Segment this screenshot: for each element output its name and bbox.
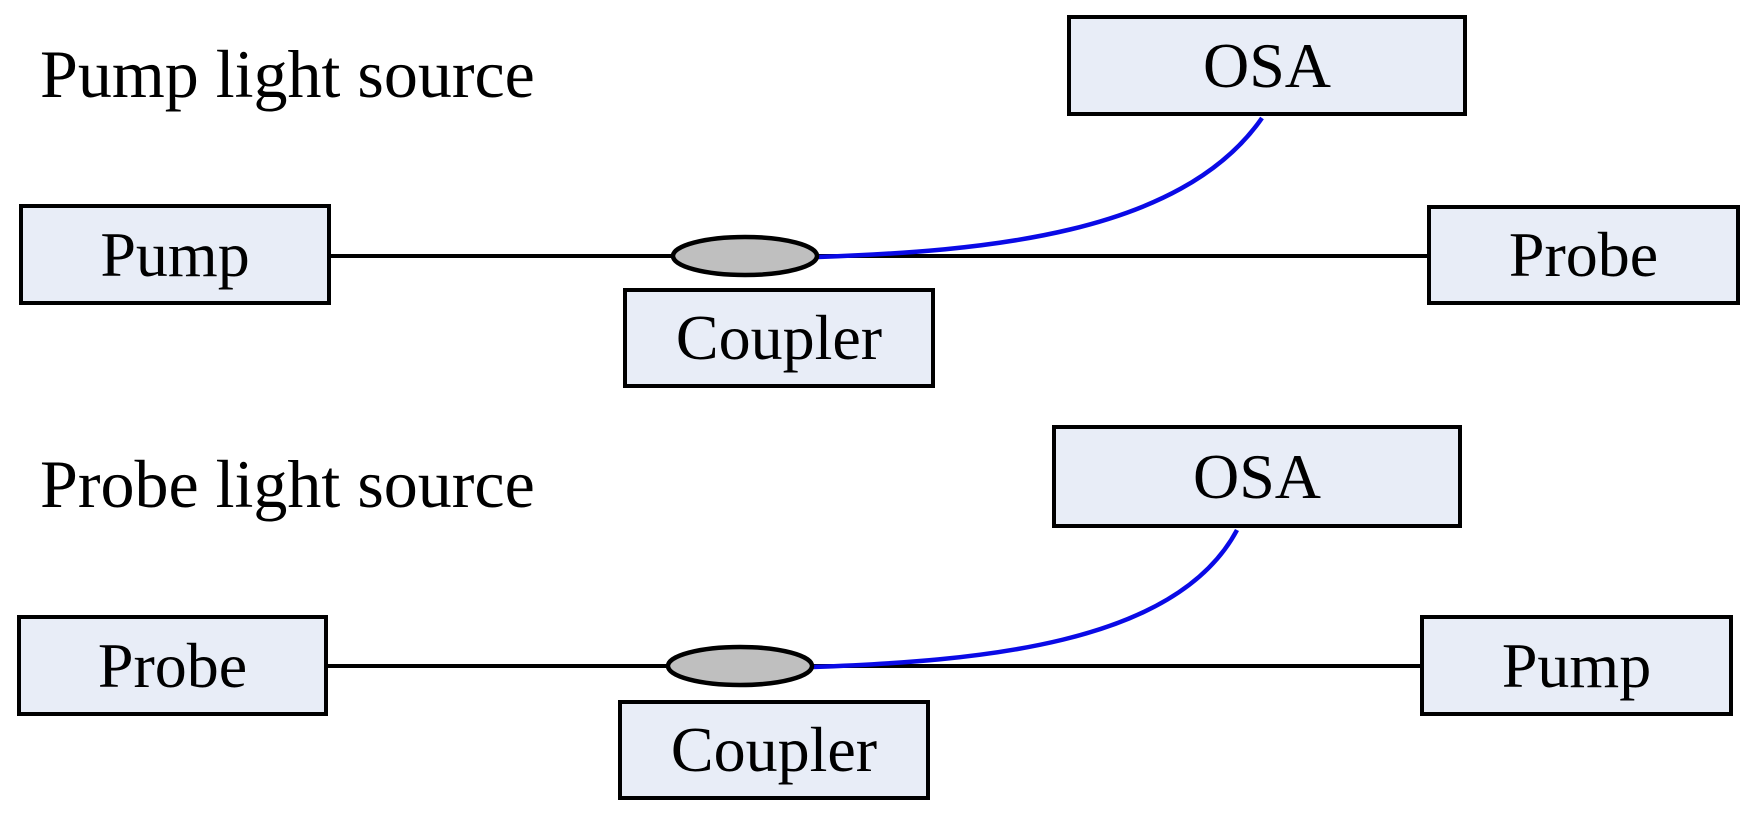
pump-box-bottom: Pump xyxy=(1420,615,1733,716)
coupler-label-box-bottom: Coupler xyxy=(618,700,930,800)
osa-box-bottom: OSA xyxy=(1052,425,1462,528)
coupler-ellipse-bottom xyxy=(665,644,815,688)
section-title-probe-light-source: Probe light source xyxy=(40,446,535,522)
section-title-pump-light-source: Pump light source xyxy=(40,36,535,112)
coupler-ellipse-top xyxy=(670,234,820,278)
coupler-label-box-top: Coupler xyxy=(623,288,935,388)
pump-source-box-top: Pump xyxy=(19,204,331,305)
probe-box-top: Probe xyxy=(1427,205,1740,305)
probe-source-box-bottom: Probe xyxy=(17,615,328,716)
osa-box-top: OSA xyxy=(1067,15,1467,116)
osa-tap-curve-top xyxy=(817,116,1264,260)
osa-tap-curve-bottom xyxy=(812,528,1239,670)
